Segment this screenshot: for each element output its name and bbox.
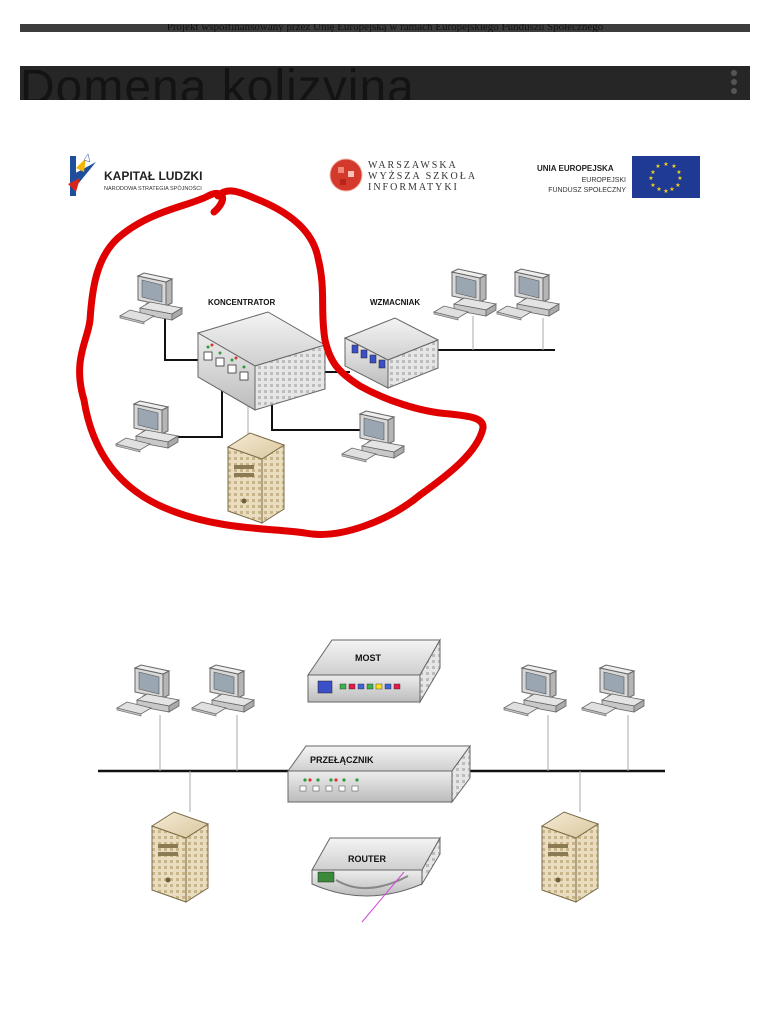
server-icon [151, 811, 209, 903]
svg-text:★: ★ [671, 163, 676, 170]
bridge-label: MOST [355, 653, 382, 663]
svg-text:★: ★ [663, 188, 668, 195]
ue-line-3: FUNDUSZ SPOŁECZNY [548, 187, 626, 194]
hub-label: KONCENTRATOR [208, 298, 275, 307]
kapital-ludzki-subtitle: NARODOWA STRATEGIA SPÓJNOŚCI [104, 184, 202, 192]
wwsi-line-3: INFORMATYKI [368, 182, 459, 193]
page-title: Domena kolizyjna [20, 66, 415, 100]
computer-icon [433, 268, 497, 321]
eu-flag-icon: ★★★ ★★★ ★★★ ★★★ [632, 156, 700, 198]
bridge-device-icon [307, 638, 441, 704]
svg-text:★: ★ [655, 163, 660, 170]
ue-line-2: EUROPEJSKI [582, 177, 626, 184]
router-device-icon [311, 836, 441, 923]
wwsi-line-1: WARSZAWSKA [368, 160, 458, 171]
page-header: Domena kolizyjna [20, 66, 750, 100]
repeater-label: WZMACNIAK [370, 298, 420, 307]
computer-icon [503, 664, 567, 717]
computer-icon [191, 664, 255, 717]
computer-icon [116, 664, 180, 717]
switch-label: PRZEŁĄCZNIK [310, 755, 374, 765]
more-menu-icon[interactable] [730, 70, 738, 96]
router-label: ROUTER [348, 854, 387, 864]
svg-text:★: ★ [648, 175, 653, 182]
collision-domain-diagram: KONCENTRATOR WZMACNIAK [76, 187, 560, 538]
kapital-ludzki-logo [68, 153, 96, 196]
hub-device-icon [196, 311, 327, 411]
kapital-ludzki-title: KAPITAŁ LUDZKI [104, 169, 202, 183]
wwsi-logo [329, 158, 363, 192]
repeater-device-icon [343, 317, 440, 389]
computer-icon [115, 400, 179, 453]
switch-device-icon [287, 744, 471, 804]
svg-text:★: ★ [650, 169, 655, 176]
computer-icon [496, 268, 560, 321]
svg-text:★: ★ [650, 182, 655, 189]
svg-text:★: ★ [669, 186, 674, 193]
server-icon [227, 432, 285, 524]
svg-text:★: ★ [656, 186, 661, 193]
ue-line-1: UNIA EUROPEJSKA [537, 164, 614, 173]
network-devices-diagram: MOST PRZEŁĄCZNIK ROUTER [98, 638, 665, 923]
computer-icon [119, 272, 183, 325]
svg-text:★: ★ [663, 161, 668, 168]
computer-icon [581, 664, 645, 717]
top-banner: Projekt współfinansowany przez Unię Euro… [20, 24, 750, 32]
computer-icon [341, 410, 405, 463]
svg-text:★: ★ [677, 175, 682, 182]
svg-text:★: ★ [675, 182, 680, 189]
banner-text: Projekt współfinansowany przez Unię Euro… [166, 24, 604, 32]
wwsi-line-2: WYŻSZA SZKOŁA [368, 170, 477, 182]
collision-domain-outline [76, 187, 487, 538]
svg-text:★: ★ [676, 169, 681, 176]
server-icon [541, 811, 599, 903]
